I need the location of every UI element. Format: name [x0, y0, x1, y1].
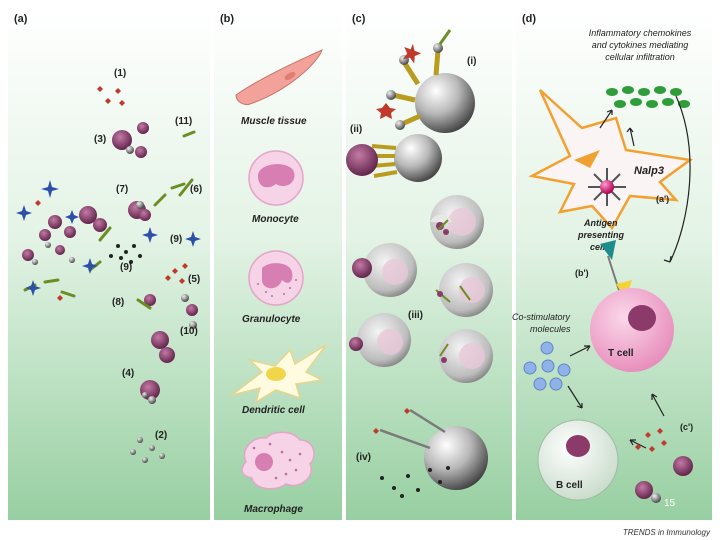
- label-muscle-tissue: Muscle tissue: [241, 116, 307, 127]
- label-dendritic-cell: Dendritic cell: [242, 405, 305, 416]
- label-c-i: (i): [467, 56, 476, 67]
- label-a-9b: (9): [120, 262, 132, 273]
- label-a-11: (11): [175, 116, 192, 127]
- panel-c-iv-particle: [373, 408, 488, 498]
- label-a-7: (7): [116, 184, 128, 195]
- label-c-iii: (iii): [408, 310, 423, 321]
- infiltration-text-2: and cytokines mediating: [592, 40, 689, 50]
- label-macrophage: Macrophage: [244, 504, 303, 515]
- label-a-3: (3): [94, 134, 106, 145]
- panel-c-ii-particle: [346, 134, 442, 182]
- label-monocyte: Monocyte: [252, 214, 299, 225]
- costim-text-2: molecules: [530, 324, 571, 334]
- panel-a-bg: [8, 8, 210, 520]
- panel-c-label: (c): [352, 13, 366, 25]
- panel-d-antigens: [635, 428, 693, 503]
- b-cell: [537, 419, 619, 501]
- label-c-iv: (iv): [356, 452, 371, 463]
- label-c-prime: (c'): [680, 422, 693, 432]
- journal-footer: TRENDS in Immunology: [622, 528, 710, 537]
- label-apc-1: Antigen: [583, 218, 618, 228]
- label-apc-3: cell: [590, 242, 606, 252]
- label-a-9a: (9): [170, 234, 182, 245]
- panel-b-label: (b): [220, 13, 234, 25]
- muscle-tissue-cell: [235, 49, 323, 105]
- label-a-2: (2): [155, 430, 167, 441]
- panel-d-arrows: [567, 95, 691, 449]
- costim-text-1: Co-stimulatory: [512, 312, 571, 322]
- label-a-8: (8): [112, 297, 124, 308]
- label-granulocyte: Granulocyte: [242, 314, 301, 325]
- label-b-prime: (b'): [575, 268, 589, 278]
- panel-c-i-particle: [376, 29, 475, 133]
- label-b-cell: B cell: [556, 480, 583, 491]
- panel-a-particles: [16, 86, 201, 463]
- panel-c-iii-cells: [349, 195, 493, 383]
- label-c-ii: (ii): [350, 124, 362, 135]
- granulocyte-cell: [248, 250, 304, 306]
- macrophage-cell: [241, 431, 315, 490]
- dendritic-cell: [231, 344, 327, 404]
- panel-d-label: (d): [522, 13, 536, 25]
- chemokine-cluster: [606, 86, 690, 108]
- label-a-prime: (a'): [656, 194, 669, 204]
- label-nalp3: Nalp3: [634, 165, 664, 177]
- infiltration-text-1: Inflammatory chemokines: [589, 28, 692, 38]
- label-t-cell: T cell: [608, 348, 634, 359]
- label-apc-2: presenting: [577, 230, 625, 240]
- t-cell: [590, 288, 674, 372]
- label-a-6: (6): [190, 184, 202, 195]
- nalp3-complex: [588, 168, 626, 206]
- antigen-presenting-cell: [528, 89, 694, 231]
- monocyte-cell: [248, 150, 304, 206]
- label-a-1: (1): [114, 68, 126, 79]
- infiltration-text-3: cellular infiltration: [605, 52, 675, 62]
- label-a-4: (4): [122, 368, 134, 379]
- costimulatory-molecules: [523, 341, 571, 391]
- label-a-10: (10): [180, 326, 198, 337]
- label-a-5: (5): [188, 274, 200, 285]
- page-number: 15: [664, 498, 676, 509]
- panel-a-label: (a): [14, 13, 28, 25]
